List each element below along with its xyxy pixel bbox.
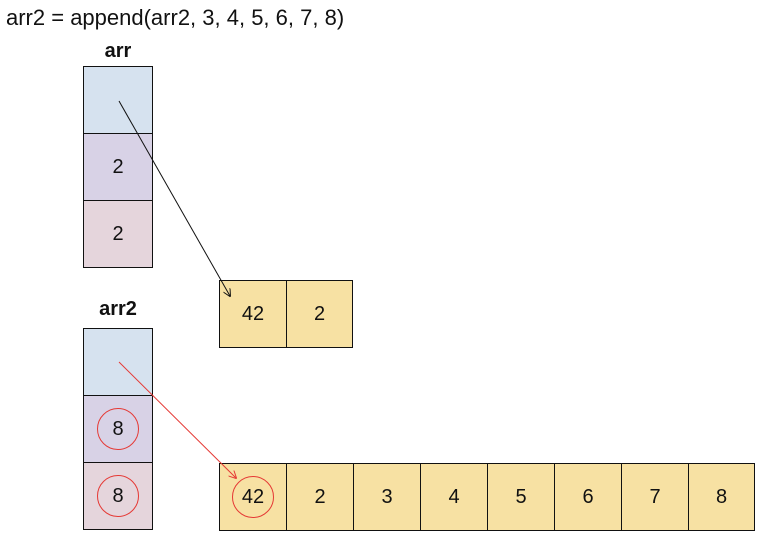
arr2-backing-array: 42 2 3 4 5 6 7 8 <box>219 463 755 531</box>
arr-backing-cell: 2 <box>286 280 353 348</box>
arr2-backing-cell: 42 <box>219 463 286 531</box>
arr2-backing-value: 42 <box>241 485 265 508</box>
code-caption: arr2 = append(arr2, 3, 4, 5, 6, 7, 8) <box>6 5 345 30</box>
arr2-backing-cell: 2 <box>286 463 353 531</box>
arr2-backing-cell: 6 <box>554 463 621 531</box>
arr2-backing-value: 2 <box>314 485 326 508</box>
arr2-backing-cell: 3 <box>353 463 420 531</box>
arr2-backing-cell: 7 <box>621 463 688 531</box>
arr2-backing-cell: 5 <box>487 463 554 531</box>
arr-backing-cell: 42 <box>219 280 286 348</box>
arr-backing-value: 2 <box>313 302 326 325</box>
arr2-backing-cell: 8 <box>688 463 755 531</box>
arr-label: arr <box>104 40 132 62</box>
arr2-backing-value: 6 <box>582 485 594 508</box>
arr-slice-header: 2 2 <box>83 66 153 268</box>
arr2-pointer-cell <box>83 328 153 395</box>
arr2-cap-value: 8 <box>112 484 124 507</box>
arr2-first-element-highlight-circle: 42 <box>232 476 274 518</box>
arr-cap-cell: 2 <box>83 200 153 268</box>
arr2-backing-value: 7 <box>649 485 661 508</box>
arr2-backing-value: 8 <box>715 485 728 508</box>
arr2-len-highlight-circle: 8 <box>97 408 139 450</box>
arr2-len-value: 8 <box>112 417 124 440</box>
arr2-cap-cell: 8 <box>83 462 153 530</box>
arr-backing-array: 42 2 <box>219 280 353 348</box>
arr2-label: arr2 <box>99 298 137 320</box>
arr2-backing-value: 3 <box>381 485 393 508</box>
arr2-slice-header: 8 8 <box>83 328 153 530</box>
arr-len-cell: 2 <box>83 133 153 200</box>
arr-cap-value: 2 <box>112 222 124 245</box>
arr2-len-cell: 8 <box>83 395 153 462</box>
arr2-backing-value: 5 <box>515 485 527 508</box>
arr-len-value: 2 <box>112 155 124 178</box>
arr-backing-value: 42 <box>241 302 265 325</box>
arr2-cap-highlight-circle: 8 <box>97 475 139 517</box>
arr-pointer-cell <box>83 66 153 133</box>
arr2-backing-value: 4 <box>448 485 460 508</box>
arr2-backing-cell: 4 <box>420 463 487 531</box>
